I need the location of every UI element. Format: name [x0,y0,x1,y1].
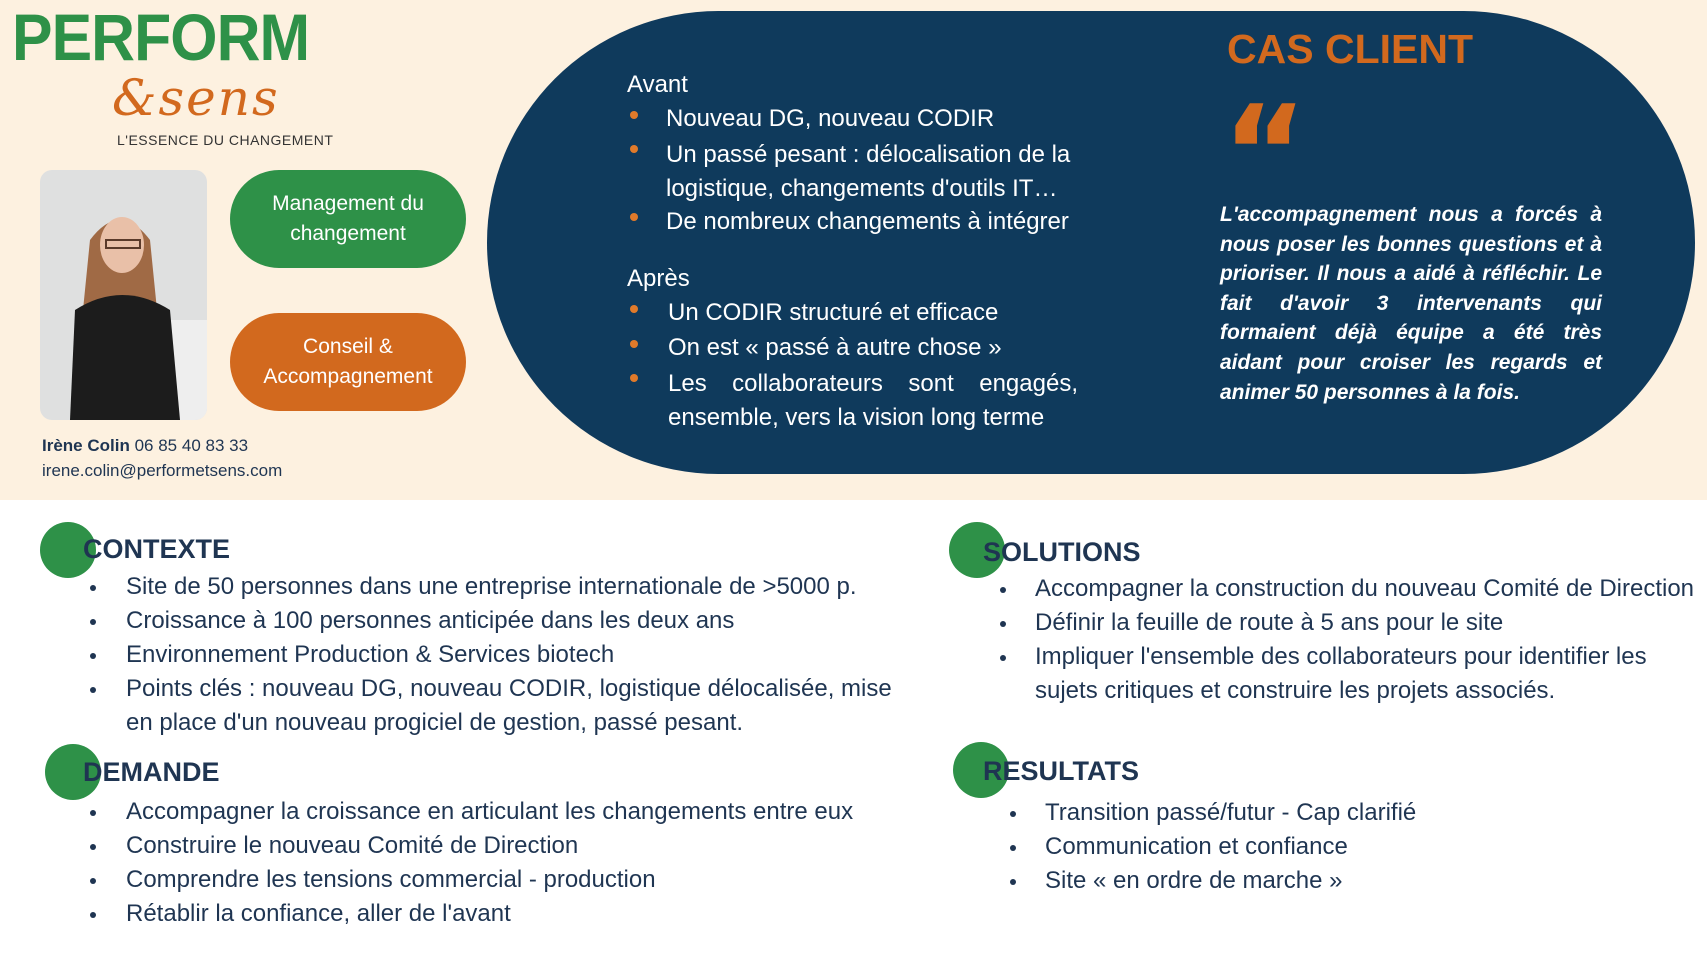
logo-tagline: L'ESSENCE DU CHANGEMENT [117,132,334,148]
list-item-text: Rétablir la confiance, aller de l'avant [126,900,511,927]
bullet-icon [1000,621,1006,627]
list-item: Accompagner la croissance en articulant … [90,795,946,829]
section-title-resultats: RESULTATS [983,756,1139,786]
bullet-icon [90,912,96,918]
panel-title: CAS CLIENT [1227,26,1473,72]
bullet-icon [630,340,638,348]
avant-item: Un passé pesant : délocalisation de la l… [666,141,1071,202]
tag-conseil-accompagnement: Conseil & Accompagnement [230,313,466,411]
list-item: Définir la feuille de route à 5 ans pour… [1000,606,1700,640]
contact-phone: 06 85 40 83 33 [134,436,249,455]
client-quote: L'accompagnement nous a forcés à nous po… [1220,203,1602,404]
contact-info: Irène Colin 06 85 40 83 33 irene.colin@p… [42,433,282,483]
case-panel [487,11,1695,474]
list-item-text: Site de 50 personnes dans une entreprise… [126,573,857,600]
list-item: Site de 50 personnes dans une entreprise… [90,570,946,604]
bullet-icon [630,374,638,382]
bullet-icon [1000,587,1006,593]
bullet-icon [1010,879,1016,885]
section-title-solutions: SOLUTIONS [983,537,1141,567]
section-title-demande: DEMANDE [83,757,220,787]
list-item: Accompagner la construction du nouveau C… [1000,572,1700,606]
logo-brand: PERFORM [12,0,310,74]
list-item-text: Impliquer l'ensemble des collaborateurs … [1035,643,1647,704]
contact-name: Irène Colin [42,436,130,455]
logo-script: &sens [112,69,280,127]
list-item-text: Environnement Production & Services biot… [126,641,615,668]
avant-label: Avant [627,71,688,98]
bullet-icon [1010,811,1016,817]
avant-item: De nombreux changements à intégrer [666,208,1069,235]
list-item: Site « en ordre de marche » [1010,864,1665,898]
list-item: Rétablir la confiance, aller de l'avant [90,897,946,931]
resultats-list: Transition passé/futur - Cap clarifié Co… [1010,796,1665,898]
bullet-icon [1000,655,1006,661]
bullet-icon [90,619,96,625]
list-item-text: Site « en ordre de marche » [1045,867,1343,894]
list-item: Points clés : nouveau DG, nouveau CODIR,… [90,672,906,740]
list-item: Construire le nouveau Comité de Directio… [90,829,946,863]
bullet-icon [630,111,638,119]
bullet-icon [90,810,96,816]
list-item-text: Points clés : nouveau DG, nouveau CODIR,… [126,675,892,736]
avant-item: Nouveau DG, nouveau CODIR [666,105,995,132]
apres-label: Après [627,265,690,292]
list-item-text: Comprendre les tensions commercial - pro… [126,866,656,893]
solutions-list: Accompagner la construction du nouveau C… [1000,572,1700,708]
list-item-text: Transition passé/futur - Cap clarifié [1045,799,1417,826]
bullet-icon [90,878,96,884]
demande-list: Accompagner la croissance en articulant … [90,795,946,931]
list-item: Transition passé/futur - Cap clarifié [1010,796,1665,830]
list-item-text: Communication et confiance [1045,833,1348,860]
bullet-icon [90,653,96,659]
list-item: Impliquer l'ensemble des collaborateurs … [1000,640,1700,708]
list-item-text: Accompagner la construction du nouveau C… [1035,575,1695,602]
list-item-text: Définir la feuille de route à 5 ans pour… [1035,609,1504,636]
list-item: Communication et confiance [1010,830,1665,864]
section-marker-icon [45,744,101,800]
section-title-contexte: CONTEXTE [83,534,231,564]
bullet-icon [90,585,96,591]
bullet-icon [90,844,96,850]
bullet-icon [630,213,638,221]
list-item: Environnement Production & Services biot… [90,638,946,672]
list-item: Comprendre les tensions commercial - pro… [90,863,946,897]
consultant-photo [40,170,207,420]
bullet-icon [90,687,96,693]
section-marker-icon [40,522,96,578]
section-marker-icon [953,742,1009,798]
quote-icon: “ [1222,88,1308,188]
apres-item: Un CODIR structuré et efficace [668,299,999,326]
bullet-icon [630,145,638,153]
tag-management-du-changement: Management du changement [230,170,466,268]
list-item: Croissance à 100 personnes anticipée dan… [90,604,946,638]
list-item-text: Croissance à 100 personnes anticipée dan… [126,607,735,634]
contact-email[interactable]: irene.colin@performetsens.com [42,461,283,480]
section-marker-icon [949,522,1005,578]
bullet-icon [630,305,638,313]
list-item-text: Construire le nouveau Comité de Directio… [126,832,579,859]
contexte-list: Site de 50 personnes dans une entreprise… [90,570,946,740]
bullet-icon [1010,845,1016,851]
list-item-text: Accompagner la croissance en articulant … [126,798,854,825]
apres-item: On est « passé à autre chose » [668,334,1002,361]
apres-item: Les collaborateurs sont engagés, ensembl… [668,370,1078,431]
